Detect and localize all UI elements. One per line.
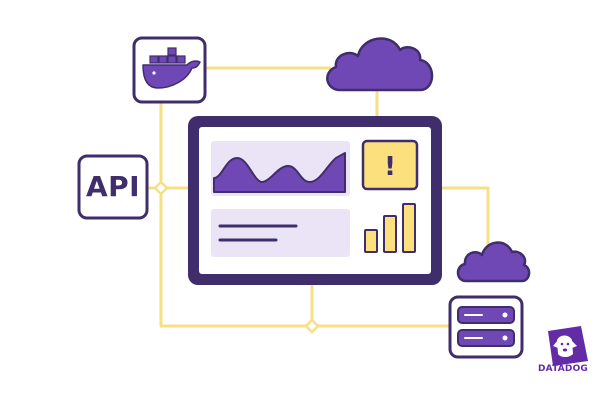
cloud-right-icon xyxy=(456,241,531,283)
api-label: API xyxy=(85,170,141,203)
area-chart-widget xyxy=(211,141,350,196)
connector-junctions xyxy=(153,180,320,334)
server-stack-icon xyxy=(457,306,515,347)
alert-icon: ! xyxy=(384,152,396,182)
dashboard-monitor: ! xyxy=(188,116,442,285)
text-lines-widget xyxy=(211,209,350,257)
cloud-top-icon xyxy=(326,37,434,92)
datadog-wordmark: DATADOG xyxy=(537,364,589,374)
docker-node xyxy=(132,36,207,104)
api-node xyxy=(77,154,149,220)
connector-dashboard-right xyxy=(439,186,490,258)
alert-widget: ! xyxy=(361,139,419,191)
server-node xyxy=(448,295,524,359)
docker-whale-icon xyxy=(142,47,201,89)
bar-chart-icon xyxy=(364,203,416,253)
junction-bottom xyxy=(304,318,320,334)
datadog-logo-icon xyxy=(548,326,588,366)
junction-api xyxy=(153,180,169,196)
